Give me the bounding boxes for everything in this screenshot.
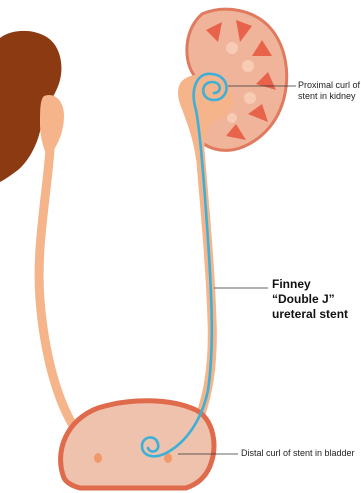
label-stent-line-2: “Double J” [272, 292, 348, 307]
label-proximal-curl: Proximal curl of stent in kidney [298, 80, 360, 102]
label-stent-line-1: Finney [272, 277, 348, 292]
label-proximal-line-2: stent in kidney [298, 91, 360, 102]
label-stent-line-3: ureteral stent [272, 307, 348, 322]
label-distal-curl: Distal curl of stent in bladder [241, 448, 355, 459]
left-ureteral-orifice [94, 453, 102, 463]
label-double-j-stent: Finney “Double J” ureteral stent [272, 277, 348, 322]
bladder [61, 401, 214, 488]
label-proximal-line-1: Proximal curl of [298, 80, 360, 91]
